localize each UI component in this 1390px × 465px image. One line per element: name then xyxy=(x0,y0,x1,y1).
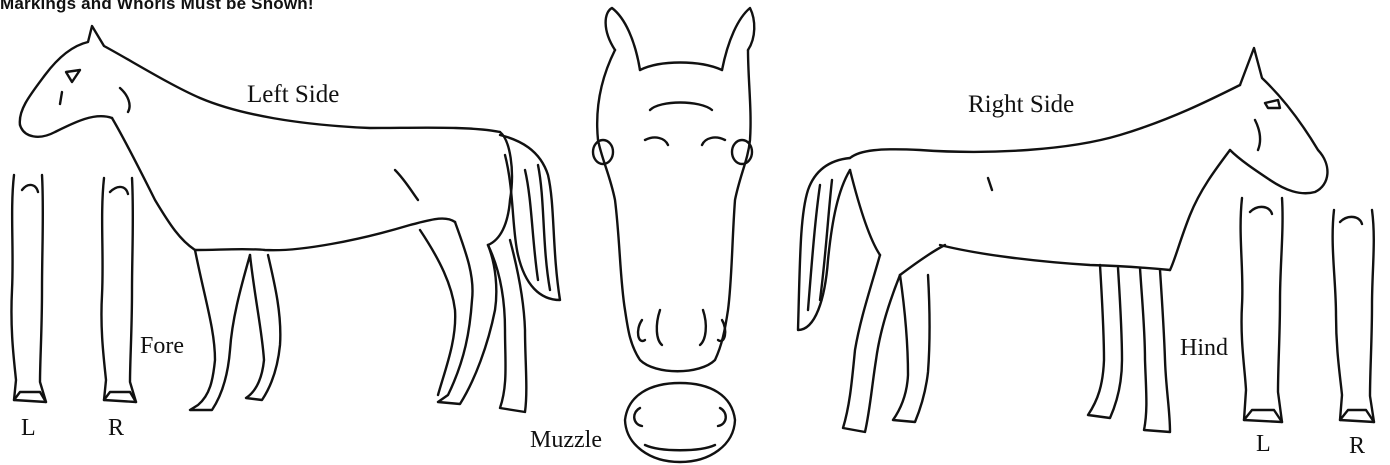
muzzle-figure xyxy=(625,383,735,462)
head-front-figure xyxy=(593,8,754,371)
left-side-label: Left Side xyxy=(247,82,339,107)
hind-label: Hind xyxy=(1180,336,1228,360)
fore-left-label: L xyxy=(21,416,36,440)
fore-label: Fore xyxy=(140,334,184,358)
muzzle-label: Muzzle xyxy=(530,428,602,452)
hind-left-label: L xyxy=(1256,432,1271,456)
fore-legs-figure xyxy=(11,175,136,402)
hind-right-label: R xyxy=(1349,434,1365,458)
right-side-label: Right Side xyxy=(968,92,1074,117)
hind-legs-figure xyxy=(1241,198,1374,422)
fore-right-label: R xyxy=(108,416,124,440)
